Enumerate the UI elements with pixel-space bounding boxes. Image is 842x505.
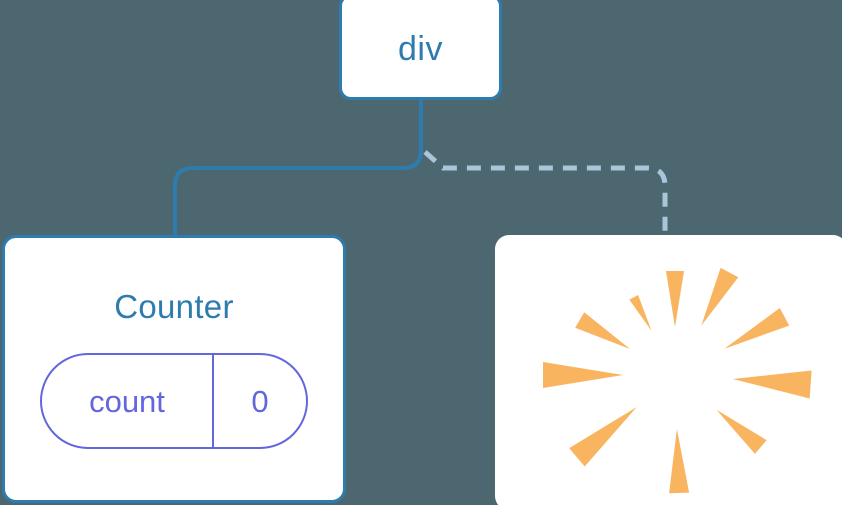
node-counter-label: Counter [114, 288, 234, 325]
sparkle-ray-3 [575, 312, 630, 349]
sparkle-ray-9 [669, 429, 690, 494]
node-counter[interactable]: Counter count 0 [2, 235, 346, 503]
sparkle-ray-8 [716, 409, 767, 454]
sparkle-burst-icon [543, 267, 812, 494]
node-div[interactable]: div [339, 0, 502, 100]
sparkle-ray-5 [543, 362, 623, 388]
sparkle-ray-6 [732, 370, 812, 399]
sparkle-ray-2 [701, 267, 739, 326]
node-sparkle[interactable] [495, 235, 842, 505]
state-pill-value: 0 [251, 383, 269, 419]
node-div-label: div [398, 30, 443, 68]
state-pill-key: count [42, 355, 214, 447]
sparkle-ray-0 [666, 271, 684, 327]
sparkle-ray-7 [569, 407, 637, 467]
connector-div-to-sparkle [423, 150, 668, 238]
state-pill-count[interactable]: count 0 [40, 353, 308, 449]
sparkle-ray-4 [724, 308, 790, 349]
connector-div-to-counter [173, 100, 423, 238]
sparkle-ray-1 [629, 295, 652, 331]
